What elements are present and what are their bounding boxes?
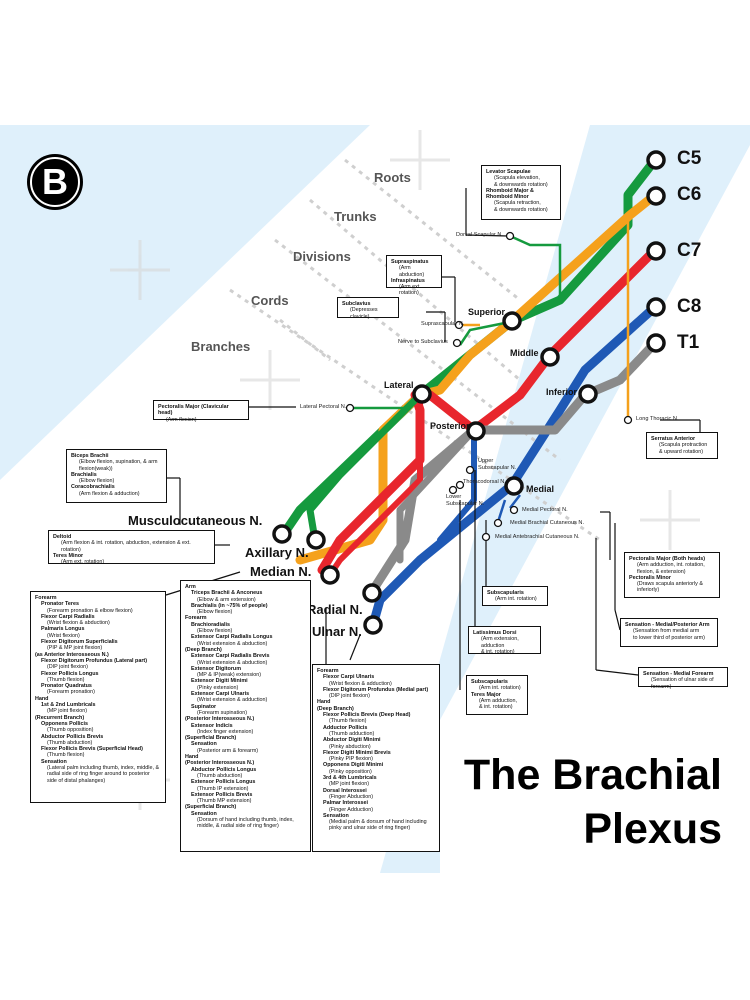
station-c5[interactable] xyxy=(646,150,666,170)
box-ulnar-nerve: Forearm Flexor Carpi Ulnaris(Wrist flexi… xyxy=(312,664,440,852)
heading-roots: Roots xyxy=(374,170,411,185)
poster-title-line2: Plexus xyxy=(583,805,722,853)
station-c7[interactable] xyxy=(646,241,666,261)
branch-musculocutaneous: Musculocutaneous N. xyxy=(128,513,263,528)
line-t1 xyxy=(368,338,660,595)
station-superior[interactable] xyxy=(502,311,522,331)
root-t1: T1 xyxy=(677,332,700,353)
heading-divisions: Divisions xyxy=(293,249,351,264)
heading-cords: Cords xyxy=(251,293,289,308)
logo-circle xyxy=(27,154,83,210)
small-stations xyxy=(345,231,633,542)
station-axillary[interactable] xyxy=(306,530,326,550)
cord-lateral: Lateral xyxy=(384,380,414,390)
heading-branches: Branches xyxy=(191,339,251,354)
nerve-long-thoracic: Long Thoracic N. xyxy=(636,416,679,422)
station-middle[interactable] xyxy=(540,347,560,367)
nerve-suprascapular: Suprascapular N. xyxy=(421,321,465,327)
trunk-inferior: Inferior xyxy=(546,387,578,397)
line-c5 xyxy=(278,155,660,540)
nerve-upper-subscapular: Upper Subscapular N. xyxy=(478,458,517,471)
box-biceps: Biceps Brachii(Elbow flexion, supination… xyxy=(66,449,167,503)
station-t1[interactable] xyxy=(646,333,666,353)
station-lateral[interactable] xyxy=(412,384,432,404)
box-sensation-forearm: Sensation - Medial Forearm(Sensation of … xyxy=(638,667,728,690)
root-c7: C7 xyxy=(677,240,702,261)
station-ulnar[interactable] xyxy=(363,615,383,635)
box-serratus: Serratus Anterior(Scapula protraction& u… xyxy=(646,432,718,459)
box-deltoid: Deltoid(Arm flexion & int. rotation, abd… xyxy=(48,530,215,565)
box-levator-rhomboid: Levator Scapulae(Scapula elevation,& dow… xyxy=(481,165,561,220)
root-c8: C8 xyxy=(677,296,702,317)
station-musculocutaneous[interactable] xyxy=(272,524,292,544)
root-c6: C6 xyxy=(677,184,702,205)
station-c8[interactable] xyxy=(646,297,666,317)
logo-letter: B xyxy=(42,161,68,202)
poster-title-line1: The Brachial xyxy=(463,751,722,799)
nerve-dorsal-scapular: Dorsal Scapular N. xyxy=(456,232,503,238)
trunk-superior: Superior xyxy=(468,307,506,317)
stations xyxy=(272,150,666,635)
station-posterior[interactable] xyxy=(466,421,486,441)
box-pectoralis-clavicular: Pectoralis Major (Clavicular head)(Arm f… xyxy=(153,400,249,423)
box-subscapularis-lower: Subscapularis(Arm int. rotation) Teres M… xyxy=(466,675,528,715)
box-latissimus: Latissimus Dorsi(Arm extension, adductio… xyxy=(468,626,541,655)
nerve-medial-antebrachial-cutaneous: Medial Antebrachial Cutaneous N. xyxy=(495,534,580,540)
nerve-medial-pectoral: Medial Pectoral N. xyxy=(522,507,568,513)
nerve-medial-brachial-cutaneous: Medial Brachial Cutaneous N. xyxy=(510,520,584,526)
nerve-lower-subscapular: Lower Subscapular N. xyxy=(446,494,485,507)
station-median[interactable] xyxy=(320,565,340,585)
box-subclavius: Subclavius(Depresses clavicle) xyxy=(337,297,399,320)
level-guide-lines xyxy=(229,158,601,542)
box-radial-nerve: Arm Triceps Brachii & Anconeus(Elbow & a… xyxy=(180,580,311,852)
box-median-nerve: Forearm Pronator Teres(Forearm pronation… xyxy=(30,591,166,803)
station-inferior[interactable] xyxy=(578,384,598,404)
trunk-middle: Middle xyxy=(510,348,539,358)
nerve-subclavius: Nerve to Subclavius xyxy=(398,339,448,345)
branch-ulnar: Ulnar N. xyxy=(312,624,362,639)
cord-posterior: Posterior xyxy=(430,421,470,431)
station-c6[interactable] xyxy=(646,186,666,206)
branch-axillary: Axillary N. xyxy=(245,545,309,560)
light-blue-band-left xyxy=(0,125,370,480)
branch-median: Median N. xyxy=(250,564,312,579)
nerve-thoracodorsal: Thoracodorsal N. xyxy=(463,479,506,485)
heading-trunks: Trunks xyxy=(334,209,377,224)
station-radial[interactable] xyxy=(362,583,382,603)
root-c5: C5 xyxy=(677,148,702,169)
box-supraspinatus: Supraspinatus(Arm abduction) Infraspinat… xyxy=(386,255,442,296)
box-subscapularis-upper: Subscapularis(Arm int. rotation) xyxy=(482,586,548,606)
box-pectoralis-medial: Pectoralis Major (Both heads)(Arm adduct… xyxy=(624,552,720,598)
cord-medial: Medial xyxy=(526,484,555,494)
nerve-lateral-pectoral: Lateral Pectoral N. xyxy=(300,404,347,410)
box-sensation-posterior: Sensation - Medial/Posterior Arm(Sensati… xyxy=(620,618,718,647)
branch-radial: Radial N. xyxy=(307,602,363,617)
station-medial[interactable] xyxy=(504,476,524,496)
